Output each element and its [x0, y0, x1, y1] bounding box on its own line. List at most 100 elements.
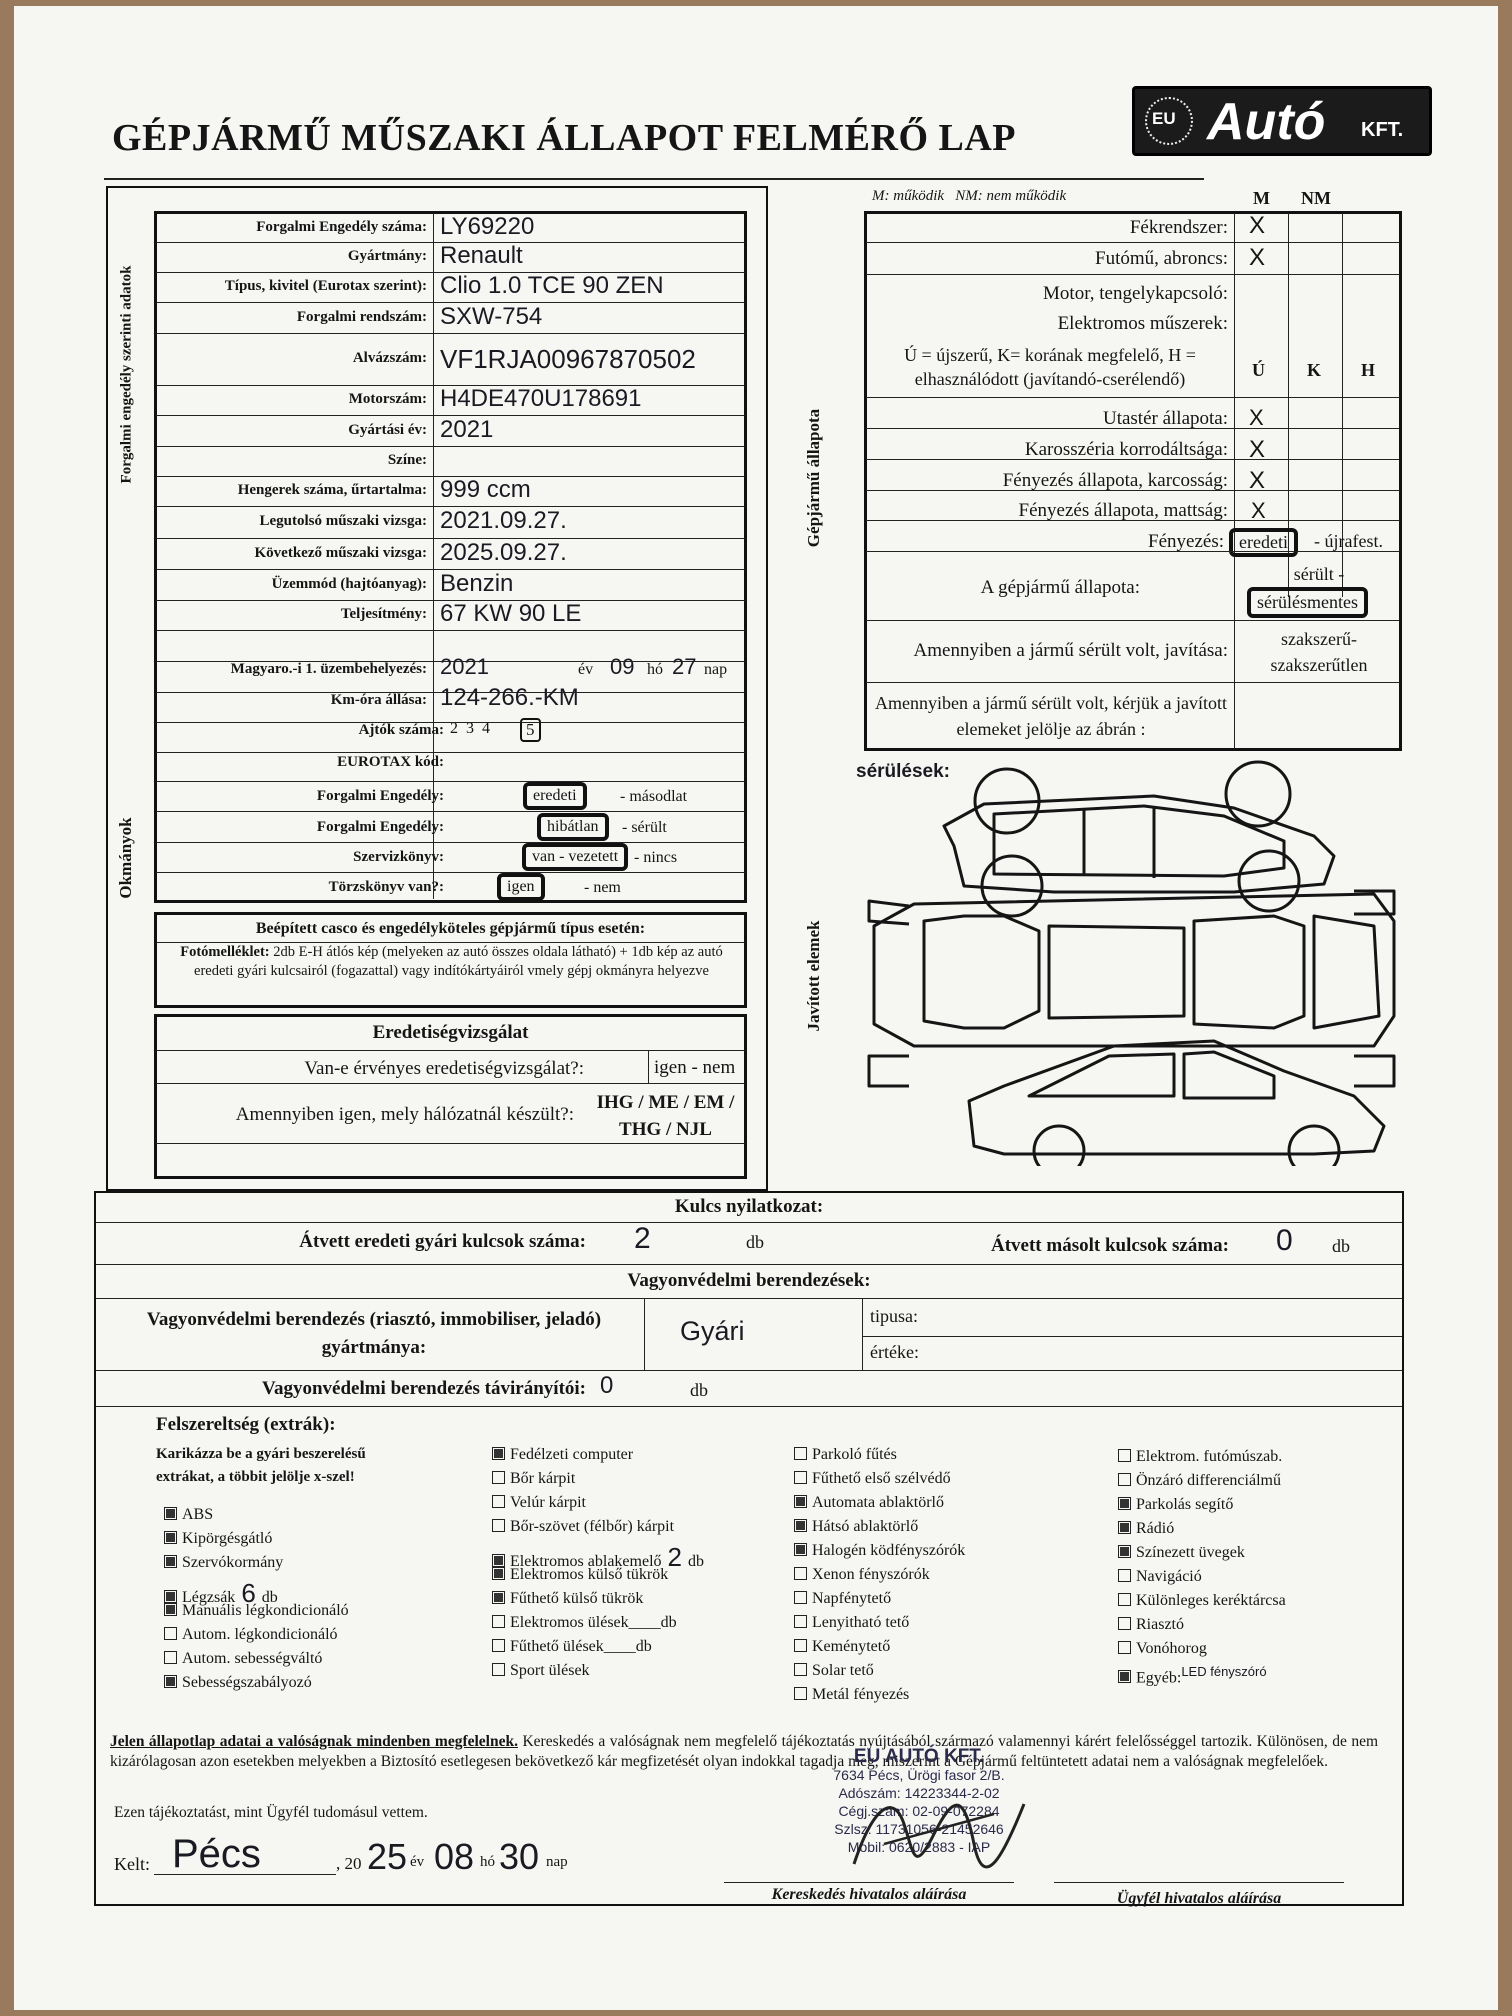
extras-item[interactable]: Autom. sebességváltó — [164, 1650, 322, 1668]
document-options: - sérült — [618, 819, 667, 836]
company-stamp: EU AUTÓ KFT. 7634 Pécs, Ürögi fasor 2/B.… — [833, 1746, 1005, 1855]
extras-item[interactable]: Elektrom. futómúszab. — [1118, 1448, 1282, 1466]
checkbox-icon[interactable] — [164, 1675, 177, 1688]
checkbox-icon[interactable] — [492, 1567, 505, 1580]
checkbox-icon[interactable] — [1118, 1593, 1131, 1606]
checkbox-icon[interactable] — [1118, 1569, 1131, 1582]
checkbox-icon[interactable] — [794, 1447, 807, 1460]
checkbox-icon[interactable] — [1118, 1497, 1131, 1510]
extras-item[interactable]: Elektromos ülések____db — [492, 1614, 677, 1632]
vehicle-row-value: SXW-754 — [440, 302, 543, 330]
keys-title: Kulcs nyilatkozat: — [674, 1196, 824, 1217]
vehicle-data-frame — [106, 186, 768, 1191]
extras-item[interactable]: Sport ülések — [492, 1662, 590, 1680]
checkbox-icon[interactable] — [492, 1471, 505, 1484]
checkbox-icon[interactable] — [164, 1627, 177, 1640]
extras-item[interactable]: Különleges keréktárcsa — [1118, 1592, 1286, 1610]
extras-item[interactable]: Lenyitható tető — [794, 1614, 909, 1632]
extras-item[interactable]: Fedélzeti computer — [492, 1446, 633, 1464]
extras-item[interactable]: Solar tető — [794, 1662, 874, 1680]
extras-item[interactable]: Hátsó ablaktörlő — [794, 1518, 918, 1536]
cond-electric: Elektromos műszerek: — [1057, 313, 1228, 334]
vehicle-row-value: LY69220 — [440, 212, 535, 240]
checkbox-icon[interactable] — [164, 1590, 177, 1603]
mark-corrosion-u: X — [1249, 436, 1266, 463]
vehicle-row-value: Renault — [440, 242, 523, 269]
checkbox-icon[interactable] — [1118, 1449, 1131, 1462]
extras-item[interactable]: Kipörgésgátló — [164, 1530, 272, 1548]
checkbox-icon[interactable] — [164, 1651, 177, 1664]
extras-instruction: Karikázza be a gyári beszerelésű extráka… — [156, 1446, 366, 1485]
extras-item[interactable]: Xenon fényszórók — [794, 1566, 930, 1584]
cond-note: Ú = újszerű, K= korának megfelelő, H = e… — [904, 345, 1196, 389]
checkbox-icon[interactable] — [492, 1615, 505, 1628]
extras-item[interactable]: Önzáró differenciálmű — [1118, 1472, 1281, 1490]
damage-label: sérülések: — [856, 761, 951, 782]
checkbox-icon[interactable] — [164, 1555, 177, 1568]
lower-frame — [94, 1191, 1404, 1906]
extras-item[interactable]: Sebességszabályozó — [164, 1674, 312, 1692]
checkbox-icon[interactable] — [794, 1519, 807, 1532]
first-reg-year: 2021 — [440, 654, 489, 679]
extras-item[interactable]: ABS — [164, 1506, 213, 1524]
extras-item[interactable]: Bőr-szövet (félbőr) kárpit — [492, 1518, 674, 1536]
extras-item[interactable]: Szervókormány — [164, 1554, 283, 1572]
extras-item[interactable]: Riasztó — [1118, 1616, 1184, 1634]
security-value-label: értéke: — [870, 1342, 919, 1362]
extras-item[interactable]: Napfénytető — [794, 1590, 891, 1608]
extras-item[interactable]: Egyéb:LED fényszóró — [1118, 1664, 1267, 1687]
extras-item[interactable]: Parkolás segítő — [1118, 1496, 1233, 1514]
checkbox-icon[interactable] — [1118, 1617, 1131, 1630]
extras-item[interactable]: Keménytető — [794, 1638, 890, 1656]
checkbox-icon[interactable] — [492, 1554, 505, 1567]
extras-item[interactable]: Fűthető első szélvédő — [794, 1470, 951, 1488]
checkbox-icon[interactable] — [492, 1447, 505, 1460]
checkbox-icon[interactable] — [492, 1519, 505, 1532]
cond-repair-options: szakszerű-szakszerűtlen — [1270, 629, 1368, 675]
extras-item[interactable]: Színezett üvegek — [1118, 1544, 1245, 1562]
checkbox-icon[interactable] — [492, 1591, 505, 1604]
checkbox-icon[interactable] — [794, 1591, 807, 1604]
checkbox-icon[interactable] — [492, 1639, 505, 1652]
casco-text: Fotómelléklet: 2db E-H átlós kép (melyek… — [180, 944, 723, 979]
checkbox-icon[interactable] — [1118, 1641, 1131, 1654]
extras-item[interactable]: Fűthető ülések____db — [492, 1638, 652, 1656]
kelt-day: 30 — [499, 1836, 540, 1877]
vehicle-row-label: Teljesítmény: — [340, 606, 427, 622]
extras-item[interactable]: Bőr kárpit — [492, 1470, 575, 1488]
extras-item[interactable]: Parkoló fűtés — [794, 1446, 897, 1464]
extras-item[interactable]: Vonóhorog — [1118, 1640, 1207, 1658]
checkbox-icon[interactable] — [794, 1639, 807, 1652]
checkbox-icon[interactable] — [1118, 1473, 1131, 1486]
checkbox-icon[interactable] — [164, 1507, 177, 1520]
extras-item[interactable]: Autom. légkondicionáló — [164, 1626, 338, 1644]
checkbox-icon[interactable] — [794, 1663, 807, 1676]
cond-paint-label: Fényezés: — [1148, 531, 1224, 552]
checkbox-icon[interactable] — [794, 1567, 807, 1580]
checkbox-icon[interactable] — [492, 1663, 505, 1676]
checkbox-icon[interactable] — [164, 1603, 177, 1616]
checkbox-icon[interactable] — [794, 1687, 807, 1700]
checkbox-icon[interactable] — [1118, 1521, 1131, 1534]
checkbox-icon[interactable] — [794, 1495, 807, 1508]
extras-item[interactable]: Automata ablaktörlő — [794, 1494, 944, 1512]
checkbox-icon[interactable] — [794, 1615, 807, 1628]
extras-item[interactable]: Elektromos külső tükrök — [492, 1566, 668, 1584]
client-signature-label: Ügyfél hivatalos aláírása — [1116, 1890, 1282, 1907]
checkbox-icon[interactable] — [1118, 1670, 1131, 1684]
extras-item[interactable]: Manuális légkondicionáló — [164, 1602, 349, 1620]
extras-item[interactable]: Halogén ködfényszórók — [794, 1542, 965, 1560]
checkbox-icon[interactable] — [164, 1531, 177, 1544]
checkbox-icon[interactable] — [492, 1495, 505, 1508]
extras-item[interactable]: Fűthető külső tükrök — [492, 1590, 643, 1608]
checkbox-icon[interactable] — [794, 1543, 807, 1556]
vehicle-row-label: Legutolsó műszaki vizsga: — [259, 513, 427, 529]
extras-item[interactable]: Metál fényezés — [794, 1686, 909, 1704]
extras-item[interactable]: Navigáció — [1118, 1568, 1202, 1586]
checkbox-icon[interactable] — [1118, 1545, 1131, 1558]
checkbox-icon[interactable] — [794, 1471, 807, 1484]
extras-item[interactable]: Velúr kárpit — [492, 1494, 586, 1512]
extras-item[interactable]: Rádió — [1118, 1520, 1174, 1538]
